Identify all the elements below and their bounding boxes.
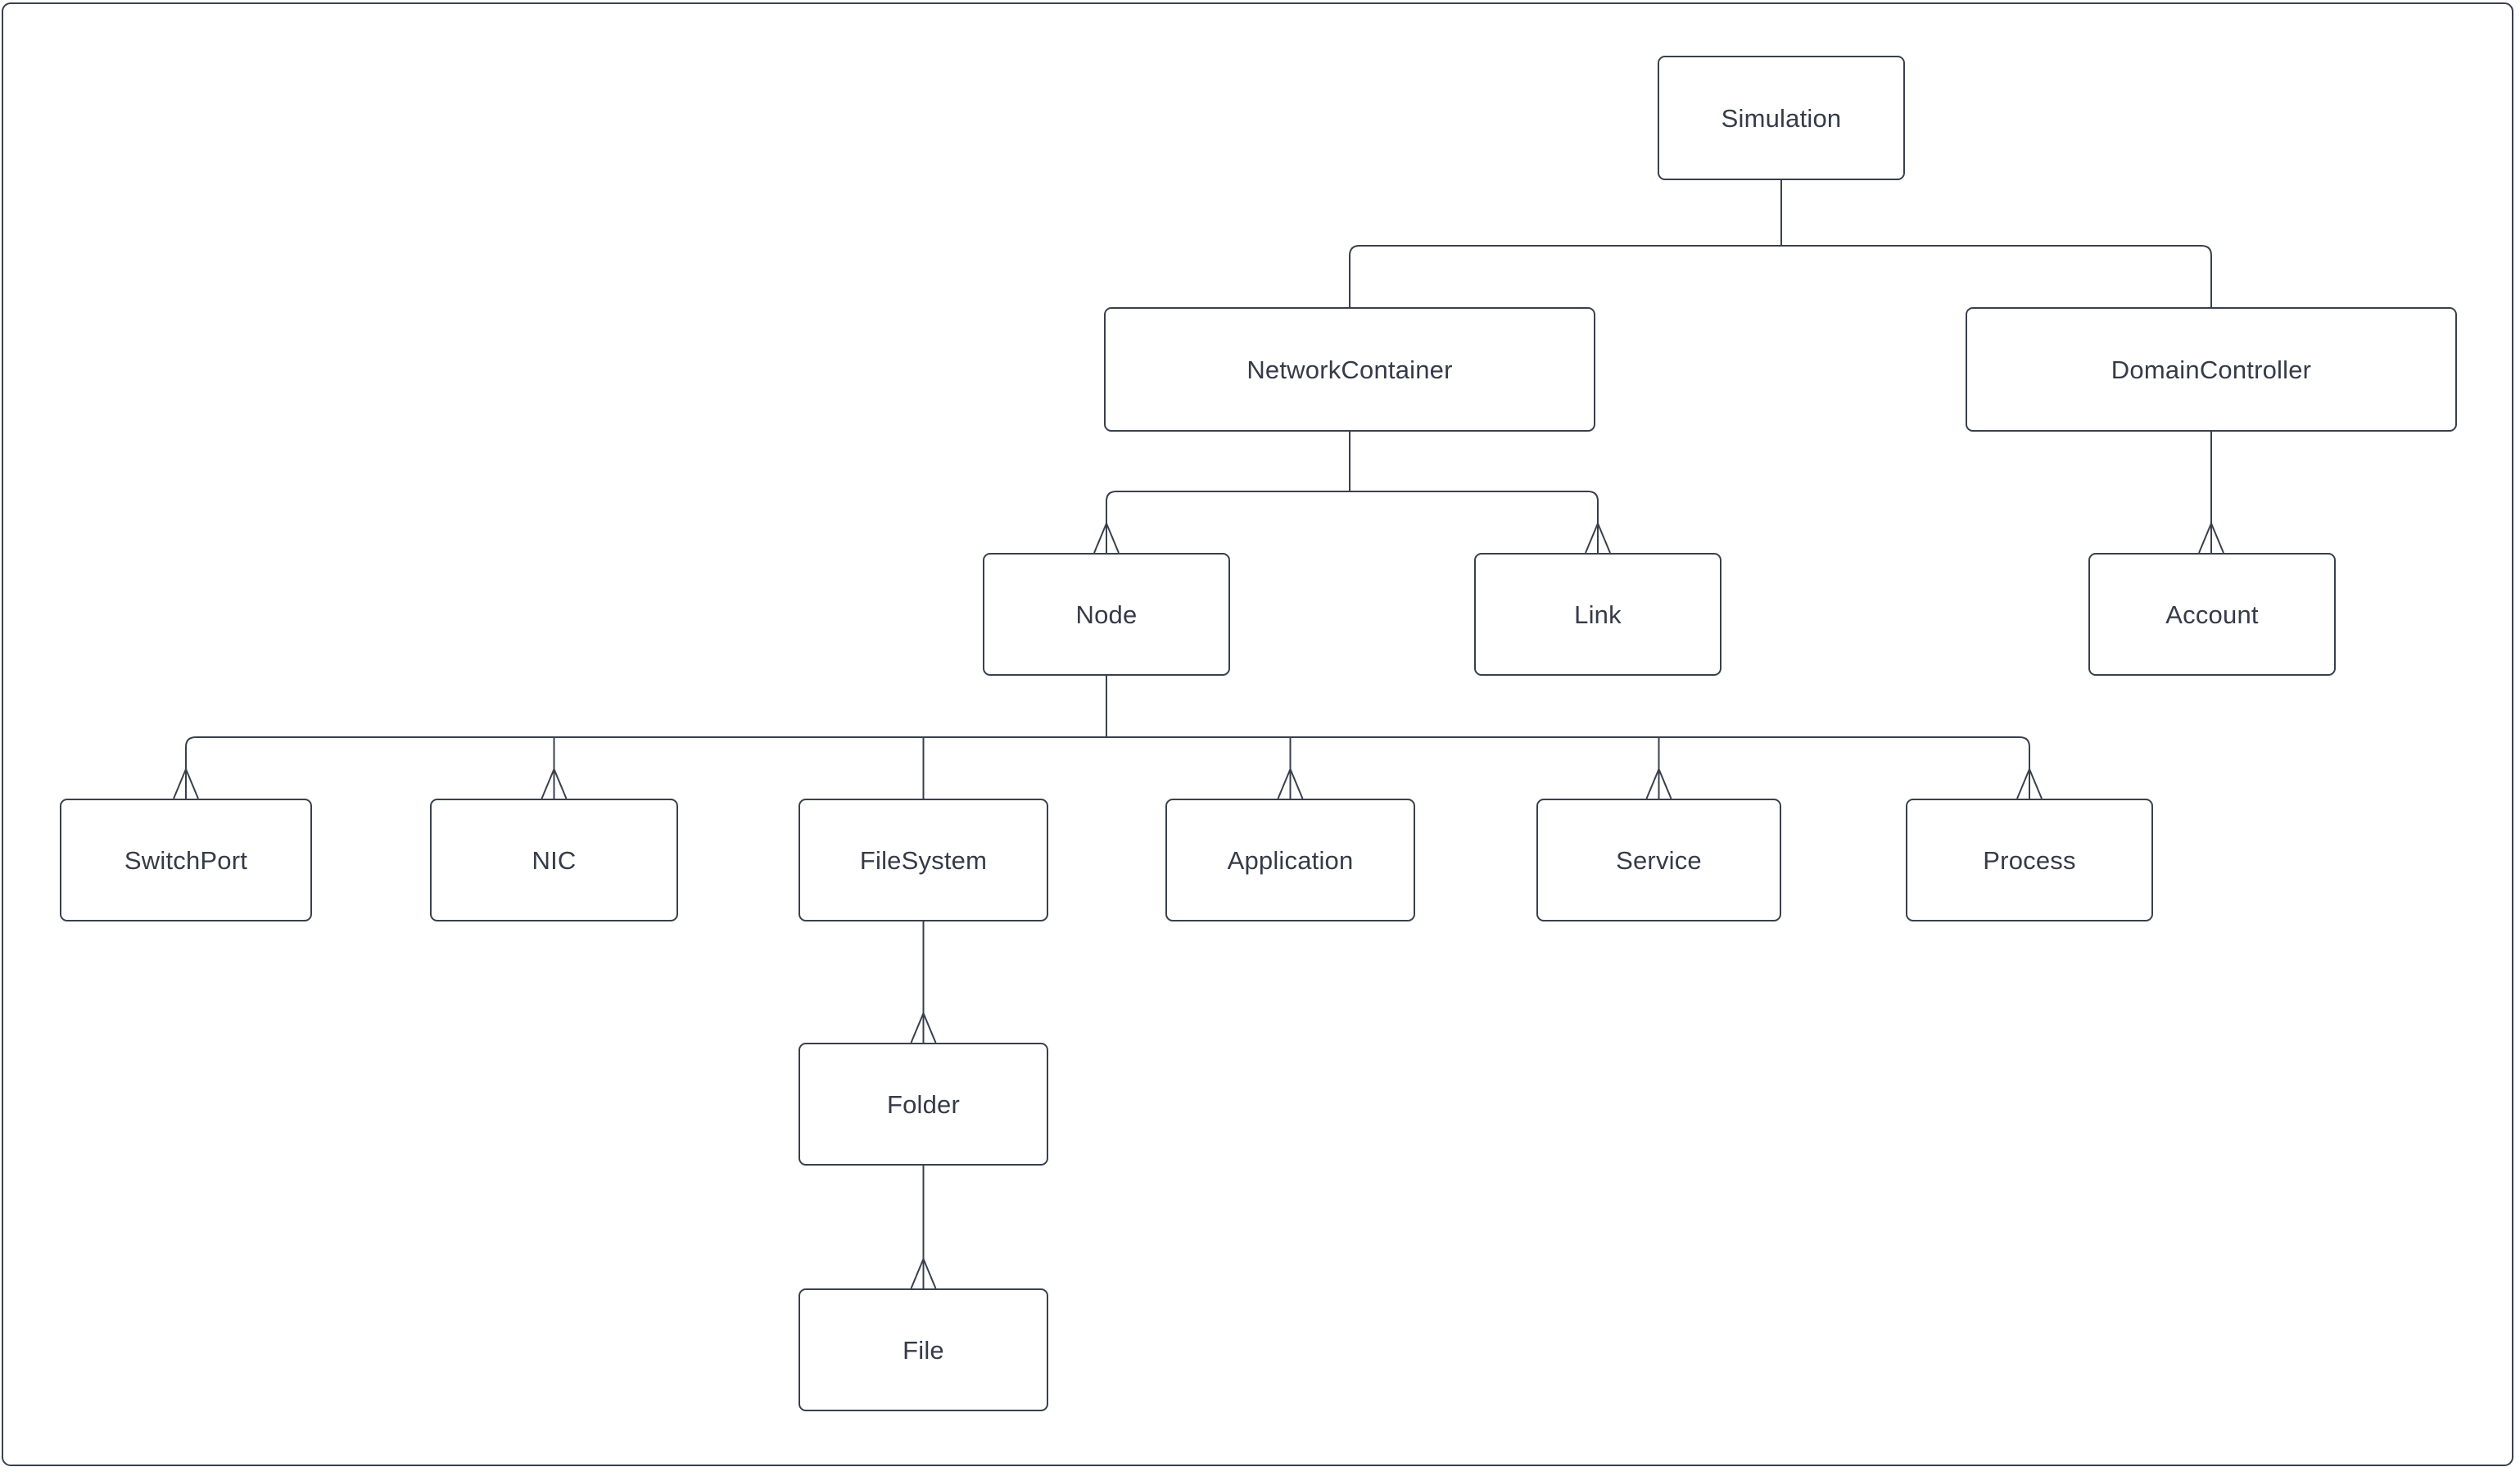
class-label-domaincontroller: DomainController bbox=[2111, 357, 2311, 383]
class-label-simulation: Simulation bbox=[1721, 106, 1842, 131]
class-box-switchport[interactable]: SwitchPort bbox=[60, 799, 312, 921]
class-label-service: Service bbox=[1616, 848, 1702, 873]
class-box-application[interactable]: Application bbox=[1165, 799, 1415, 921]
class-box-domaincontroller[interactable]: DomainController bbox=[1966, 307, 2457, 432]
class-label-switchport: SwitchPort bbox=[124, 848, 247, 873]
class-label-process: Process bbox=[1983, 848, 2075, 873]
class-box-account[interactable]: Account bbox=[2088, 553, 2336, 676]
class-box-process[interactable]: Process bbox=[1906, 799, 2153, 921]
class-label-file: File bbox=[903, 1338, 944, 1363]
class-box-node[interactable]: Node bbox=[983, 553, 1230, 676]
class-label-account: Account bbox=[2165, 602, 2258, 627]
class-box-nic[interactable]: NIC bbox=[430, 799, 678, 921]
class-label-networkcontainer: NetworkContainer bbox=[1246, 357, 1452, 383]
class-label-filesystem: FileSystem bbox=[860, 848, 987, 873]
class-box-file[interactable]: File bbox=[799, 1288, 1048, 1411]
class-label-folder: Folder bbox=[887, 1092, 960, 1117]
class-label-application: Application bbox=[1228, 848, 1354, 873]
class-label-node: Node bbox=[1076, 602, 1138, 627]
class-box-folder[interactable]: Folder bbox=[799, 1043, 1048, 1166]
class-box-service[interactable]: Service bbox=[1536, 799, 1781, 921]
class-box-networkcontainer[interactable]: NetworkContainer bbox=[1104, 307, 1595, 432]
class-label-nic: NIC bbox=[532, 848, 577, 873]
class-label-link: Link bbox=[1574, 602, 1622, 627]
class-box-filesystem[interactable]: FileSystem bbox=[799, 799, 1048, 921]
class-box-link[interactable]: Link bbox=[1474, 553, 1721, 676]
class-box-simulation[interactable]: Simulation bbox=[1658, 56, 1905, 180]
